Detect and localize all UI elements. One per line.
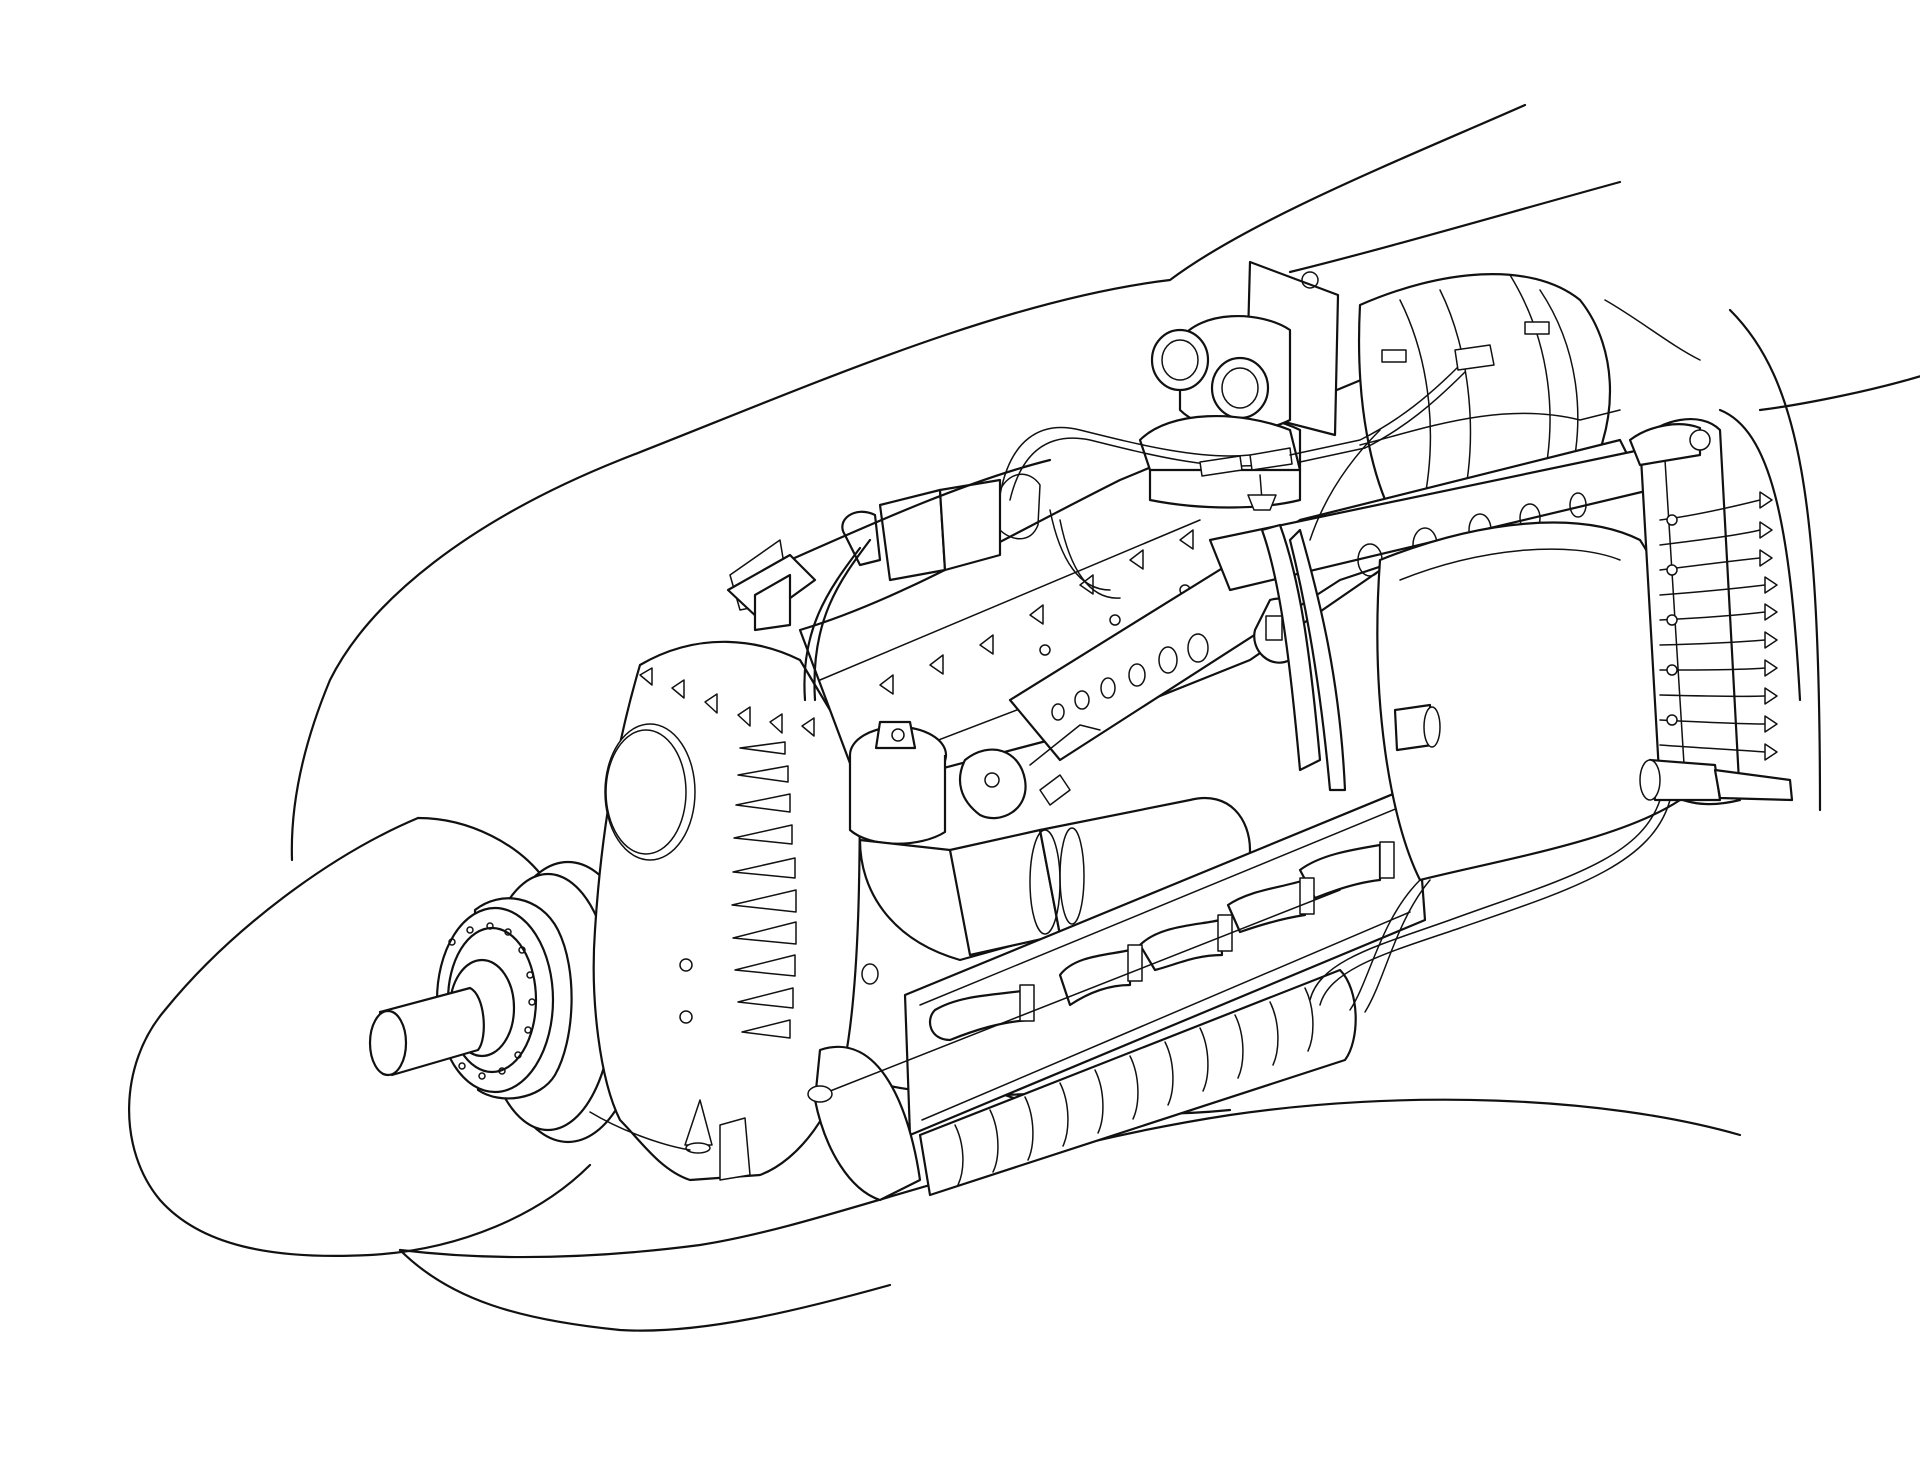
- cooler-ribs: [954, 987, 1314, 1186]
- rear-crankcase: [1349, 521, 1685, 1013]
- coolant-header-tank: [848, 720, 1252, 962]
- fuel-lines: [999, 344, 1621, 599]
- reduction-gear-housing: [589, 640, 862, 1182]
- spinner: [128, 816, 592, 1258]
- oil-filler-cap: [729, 458, 1052, 702]
- air-scoop: [726, 553, 817, 632]
- ignition-leads: [1628, 423, 1778, 761]
- hub-bolt-ring: [446, 922, 536, 1080]
- engine-mount-bearer: [1008, 438, 1652, 792]
- magneto: [1138, 260, 1340, 472]
- cooling-slots: [731, 741, 797, 1039]
- exhaust-stubs: [928, 841, 1395, 1042]
- coolant-outlet-pipe: [1309, 758, 1794, 1006]
- exhaust-manifold: [903, 783, 1427, 1137]
- oil-cooler: [807, 889, 1357, 1202]
- housing-rivets: [639, 667, 815, 737]
